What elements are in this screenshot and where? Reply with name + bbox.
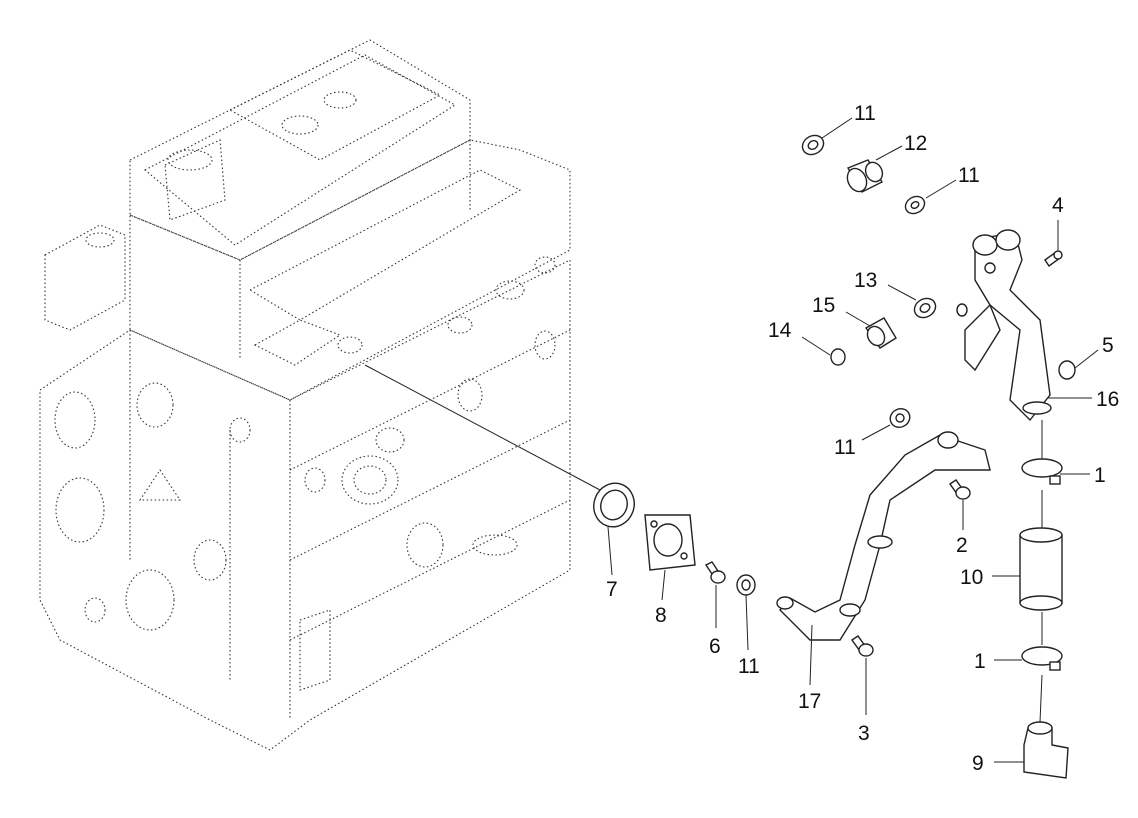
hose-clamp [1021, 646, 1063, 671]
leader-lines [607, 117, 1099, 763]
callout-16: 16 [1096, 388, 1119, 411]
temperature-sensor [864, 317, 897, 349]
callout-6: 6 [709, 635, 721, 658]
callout-14: 14 [768, 319, 792, 342]
bolt [1044, 250, 1063, 267]
rubber-hose [1019, 527, 1063, 611]
adapter-fitting [846, 159, 884, 193]
hose-clamp [1021, 458, 1063, 485]
bolt [704, 561, 726, 584]
callout-1: 1 [974, 650, 986, 673]
callout-11: 11 [834, 436, 856, 459]
callout-4: 4 [1052, 194, 1064, 217]
nut [1058, 360, 1076, 380]
lower-coolant-pipe [776, 431, 991, 641]
callout-2: 2 [956, 534, 968, 557]
callout-1: 1 [1094, 464, 1106, 487]
callout-13: 13 [854, 269, 877, 292]
engine-block [39, 39, 571, 751]
callout-9: 9 [972, 752, 984, 775]
callout-11: 11 [738, 655, 760, 678]
callout-5: 5 [1102, 334, 1114, 357]
bolt [949, 479, 971, 500]
gasket-ring [593, 482, 635, 528]
o-ring [830, 348, 846, 366]
upper-coolant-pipe [956, 229, 1052, 422]
callout-labels: 11 12 11 4 13 15 14 5 16 11 1 2 10 7 8 6… [606, 102, 1119, 775]
callout-12: 12 [904, 132, 927, 155]
callout-10: 10 [960, 566, 983, 589]
callout-8: 8 [655, 604, 667, 627]
callout-11: 11 [854, 102, 876, 125]
callout-15: 15 [812, 294, 835, 317]
callout-11: 11 [958, 164, 980, 187]
callout-3: 3 [858, 722, 870, 745]
washer [807, 140, 819, 150]
callout-17: 17 [798, 690, 821, 713]
washer [910, 201, 920, 209]
elbow-fitting [1023, 721, 1069, 779]
bolt [851, 635, 874, 657]
washer [895, 413, 905, 423]
washer [919, 303, 931, 313]
washer [741, 579, 751, 591]
callout-7: 7 [606, 578, 618, 601]
flange-plate [644, 514, 696, 571]
